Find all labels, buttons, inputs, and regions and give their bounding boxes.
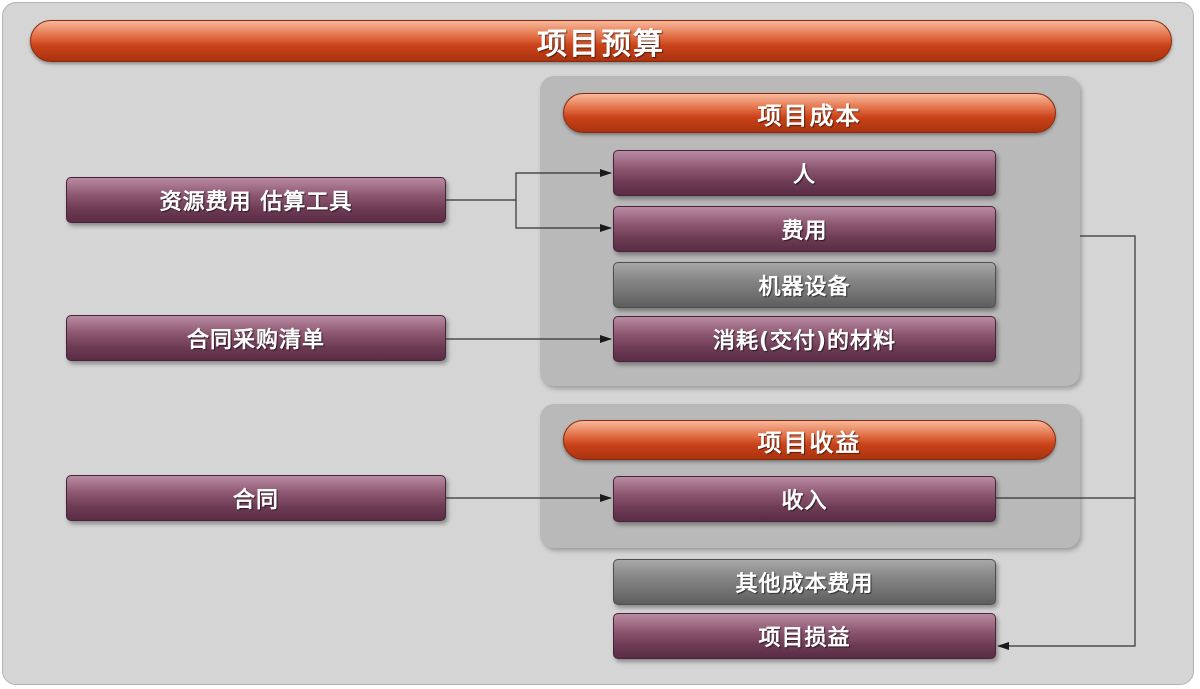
input-contract: 合同	[66, 475, 446, 521]
input-procurement-list: 合同采购清单	[66, 315, 446, 361]
profit-loss-box: 项目损益	[613, 613, 996, 659]
revenue-item-income: 收入	[613, 476, 996, 522]
revenue-section-header: 项目收益	[563, 420, 1056, 460]
other-cost-box: 其他成本费用	[613, 559, 996, 605]
cost-item-materials: 消耗(交付)的材料	[613, 316, 996, 362]
cost-item-people: 人	[613, 150, 996, 196]
input-resource-cost-tool: 资源费用 估算工具	[66, 177, 446, 223]
page-title: 项目预算	[30, 20, 1172, 62]
cost-item-expenses: 费用	[613, 206, 996, 252]
cost-item-equipment: 机器设备	[613, 262, 996, 308]
cost-section-header: 项目成本	[563, 93, 1056, 133]
